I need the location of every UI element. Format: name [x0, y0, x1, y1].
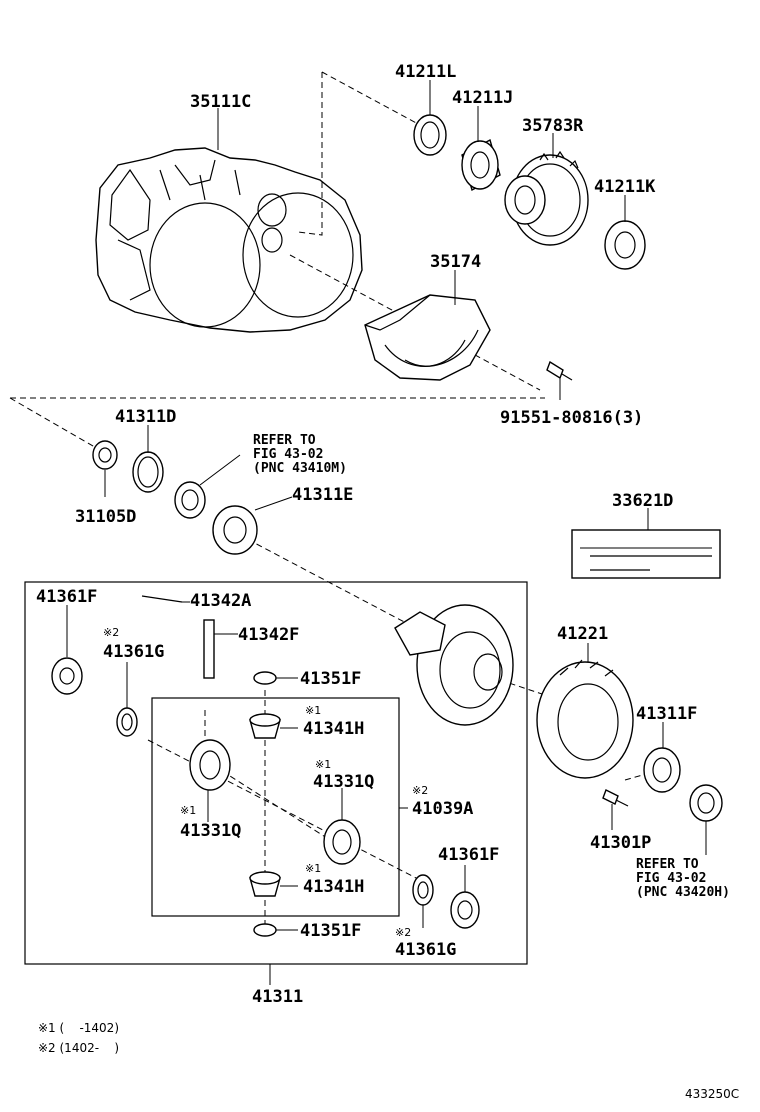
seal-41211L-drawing: [413, 114, 447, 156]
bearing-41311E-drawing: [212, 505, 258, 555]
label-41211J: 41211J: [452, 88, 513, 108]
mark-1-41331Q-right: ※1: [315, 758, 331, 771]
ref-43420H-line2: FIG 43-02: [636, 871, 706, 886]
pinion-41341H-top-drawing: [249, 713, 281, 739]
mark-2-41361G-right: ※2: [395, 926, 411, 939]
shim-41311D-drawing: [132, 451, 164, 493]
label-33621D: 33621D: [612, 491, 673, 511]
label-41211L: 41211L: [395, 62, 456, 82]
label-91551: 91551-80816(3): [500, 408, 643, 428]
washer-41351F-top-drawing: [253, 671, 277, 685]
mark-1-41331Q-left: ※1: [180, 804, 196, 817]
label-41039A: 41039A: [412, 799, 473, 819]
bearing-41311F-drawing: [643, 747, 681, 793]
label-41221: 41221: [557, 624, 608, 644]
label-41341H-top: 41341H: [303, 719, 364, 739]
washer-41361F-right-drawing: [450, 891, 480, 929]
transaxle-housing-drawing: [95, 147, 363, 333]
kit-box-41039A: [151, 697, 400, 917]
bearing-ref-43410M-drawing: [174, 481, 206, 519]
washer-41361G-right-drawing: [412, 874, 434, 906]
label-41361G-right: 41361G: [395, 940, 456, 960]
label-31105D: 31105D: [75, 507, 136, 527]
ref-43420H-line1: REFER TO: [636, 857, 699, 872]
label-41331Q-right: 41331Q: [313, 772, 374, 792]
gear-35783R-drawing: [504, 150, 589, 246]
washer-41361F-left-drawing: [51, 657, 83, 695]
label-35111C: 35111C: [190, 92, 251, 112]
label-41341H-bottom: 41341H: [303, 877, 364, 897]
label-35174: 35174: [430, 252, 481, 272]
seal-31105D-drawing: [92, 440, 118, 470]
pinion-41341H-bottom-drawing: [249, 871, 281, 897]
ref-43410M-line1: REFER TO: [253, 433, 316, 448]
bearing-ref-43420H-drawing: [689, 784, 723, 822]
washer-41361G-left-drawing: [116, 707, 138, 737]
pin-41342A-drawing: [141, 595, 183, 603]
ref-43420H-line3: (PNC 43420H): [636, 885, 730, 900]
shaft-41342F-drawing: [203, 619, 215, 679]
label-plate-33621D-drawing: [571, 529, 721, 579]
label-41311F: 41311F: [636, 704, 697, 724]
label-41351F-bottom: 41351F: [300, 921, 361, 941]
label-41301P: 41301P: [590, 833, 651, 853]
differential-case-drawing: [394, 604, 514, 726]
label-41311D: 41311D: [115, 407, 176, 427]
side-gear-41331Q-left-drawing: [189, 739, 231, 791]
mark-2-41361G-left: ※2: [103, 626, 119, 639]
cover-35174-drawing: [364, 294, 491, 381]
ring-gear-41221-drawing: [536, 659, 634, 779]
footnote-1: ※1 ( -1402): [38, 1021, 119, 1035]
label-41361G-left: 41361G: [103, 642, 164, 662]
footnote-2: ※2 (1402- ): [38, 1041, 119, 1055]
ref-43410M-line3: (PNC 43410M): [253, 461, 347, 476]
mark-1-41341H-top: ※1: [305, 704, 321, 717]
bearing-41211K-drawing: [604, 220, 646, 270]
washer-41351F-bottom-drawing: [253, 923, 277, 937]
ref-43410M-line2: FIG 43-02: [253, 447, 323, 462]
side-gear-41331Q-right-drawing: [323, 819, 361, 865]
label-41351F-top: 41351F: [300, 669, 361, 689]
mark-2-41039A: ※2: [412, 784, 428, 797]
label-41311E: 41311E: [292, 485, 353, 505]
bearing-41211J-drawing: [461, 138, 501, 192]
bolt-91551-drawing: [546, 360, 573, 381]
label-35783R: 35783R: [522, 116, 584, 136]
bolt-41301P-drawing: [602, 789, 629, 807]
label-41361F-right: 41361F: [438, 845, 499, 865]
label-41311: 41311: [252, 987, 303, 1007]
label-41211K: 41211K: [594, 177, 656, 197]
mark-1-41341H-bottom: ※1: [305, 862, 321, 875]
figure-id: 433250C: [685, 1087, 739, 1101]
label-41331Q-left: 41331Q: [180, 821, 241, 841]
label-41342F: 41342F: [238, 625, 299, 645]
label-41342A: 41342A: [190, 591, 251, 611]
leader-lines: [66, 80, 707, 985]
label-41361F-left: 41361F: [36, 587, 97, 607]
kit-box-41311: [24, 581, 528, 965]
